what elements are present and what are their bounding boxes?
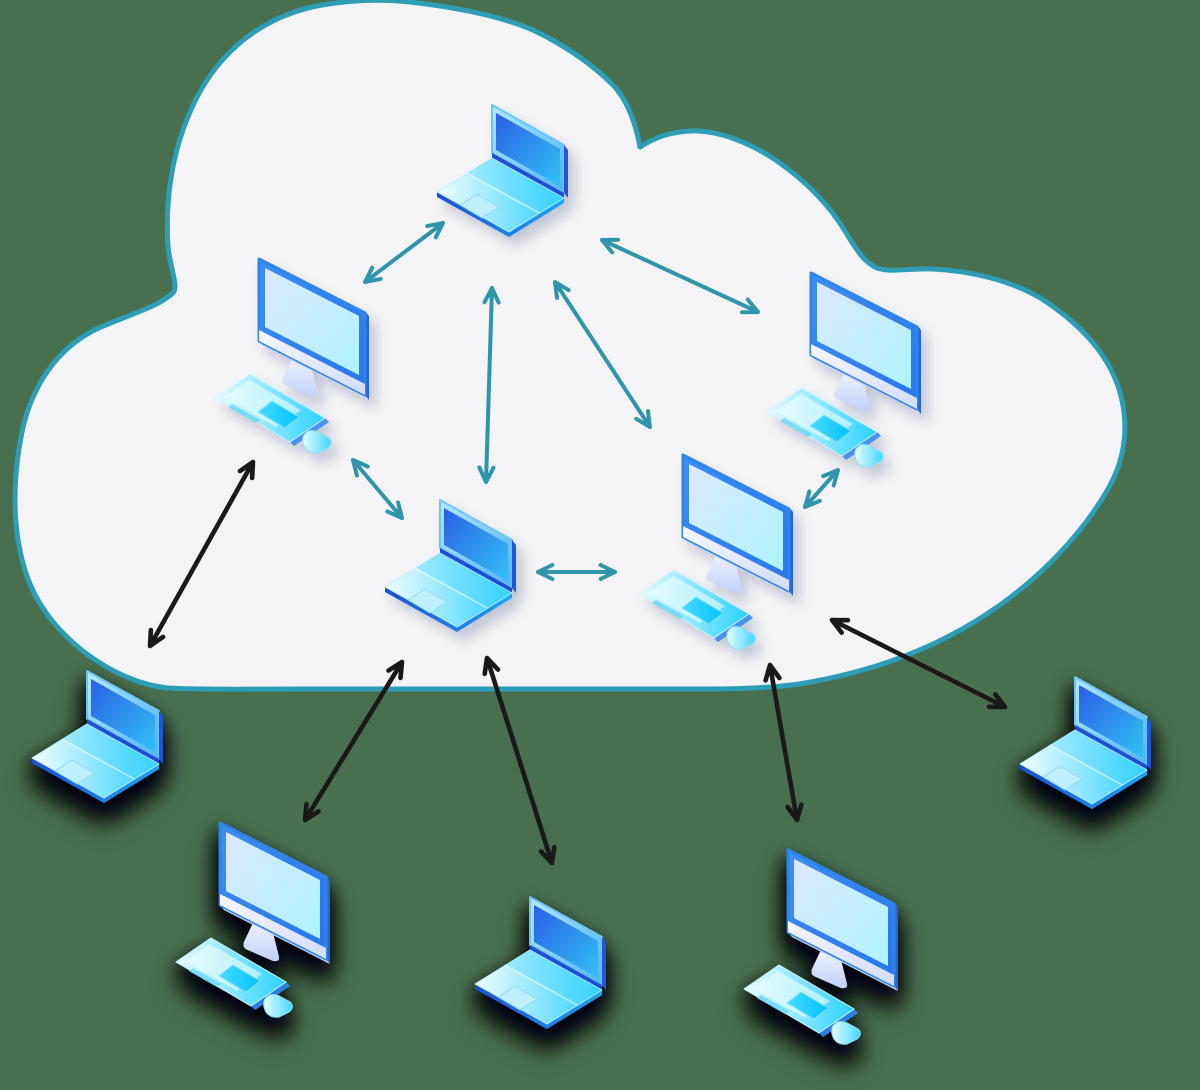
external-desktop-bottom-left-desktop-icon bbox=[174, 821, 332, 1019]
internal-connection-arrow-icon bbox=[553, 280, 652, 429]
external-laptop-bottom-center-laptop-icon bbox=[474, 896, 607, 1030]
internal-connection-arrow-icon bbox=[536, 563, 617, 581]
external-laptop-far-left-laptop-icon bbox=[31, 670, 164, 804]
internal-connection-arrow-icon bbox=[477, 286, 501, 484]
internal-connection-arrow-icon bbox=[600, 237, 760, 315]
external-connection-arrow-icon bbox=[763, 662, 804, 823]
cloud-shape bbox=[12, 0, 1128, 692]
internal-connection-arrow-icon bbox=[803, 468, 840, 509]
external-connection-arrow-icon bbox=[829, 617, 1008, 710]
external-connection-arrow-icon bbox=[482, 655, 557, 866]
connection-arrows-layer bbox=[147, 221, 1008, 866]
external-connection-arrow-icon bbox=[147, 459, 256, 649]
internal-connection-arrow-icon bbox=[363, 221, 445, 284]
external-laptop-far-right-laptop-icon bbox=[1019, 676, 1152, 810]
external-connection-arrow-icon bbox=[302, 659, 405, 823]
external-desktop-bottom-right-desktop-icon bbox=[742, 848, 900, 1046]
internal-connection-arrow-icon bbox=[351, 458, 404, 520]
